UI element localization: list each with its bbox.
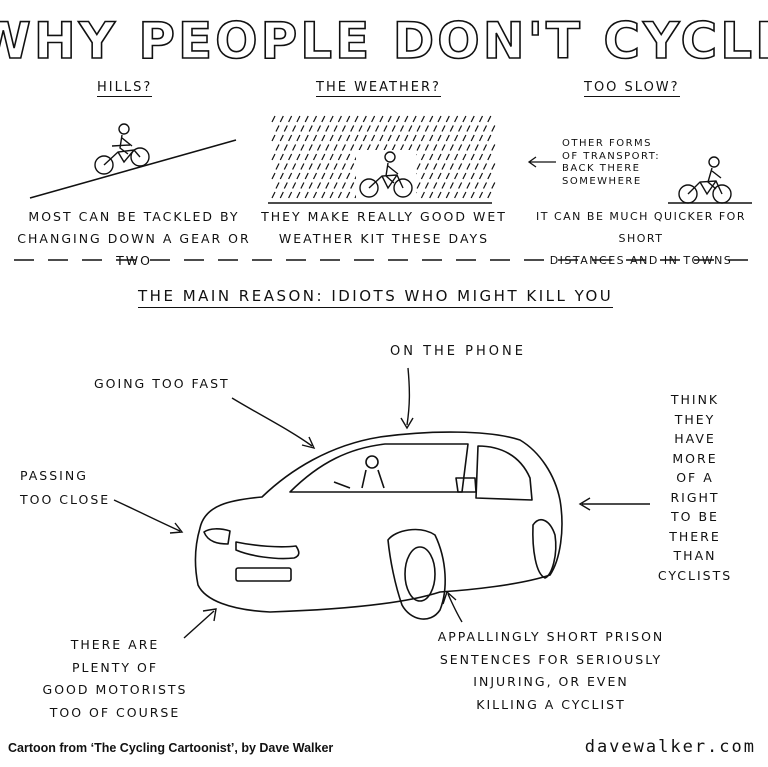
- transport-note: OTHER FORMS OF TRANSPORT: BACK THERE SOM…: [562, 138, 660, 188]
- arrow-right-cyclists: [578, 497, 650, 511]
- passing-close-line-1: PASSING: [20, 468, 88, 483]
- arrow-prison: [442, 590, 463, 623]
- arrow-good-motorists: [183, 608, 217, 639]
- left-arrow-icon: [527, 156, 556, 168]
- label-arrows: [113, 367, 650, 639]
- prison-line-4: KILLING A CYCLIST: [476, 696, 626, 712]
- right-of-way-line: THERE: [669, 528, 721, 544]
- too-slow-caption-line-1: IT CAN BE MUCH QUICKER FOR SHORT: [536, 210, 746, 245]
- good-motorists-line-4: TOO OF COURSE: [49, 704, 181, 720]
- arrow-going-fast: [231, 397, 316, 450]
- prison-line-3: INJURING, OR EVEN: [473, 674, 629, 689]
- cyclist-rain-icon: [356, 150, 416, 200]
- weather-caption-line-1: THEY MAKE REALLY GOOD WET: [261, 209, 507, 224]
- passing-close-label: PASSING TOO CLOSE: [20, 464, 110, 511]
- main-reason-heading: THE MAIN REASON: IDIOTS WHO MIGHT KILL Y…: [138, 287, 614, 308]
- transport-note-line-4: SOMEWHERE: [562, 175, 642, 187]
- right-of-way-line: OF A: [676, 470, 714, 485]
- transport-note-line-1: OTHER FORMS: [562, 138, 652, 149]
- car-drawing: [194, 431, 563, 620]
- page-title: WHY PEOPLE DON'T CYCLE: [0, 11, 768, 70]
- good-motorists-line-3: GOOD MOTORISTS: [42, 682, 188, 697]
- cyclist-fast-icon: [678, 156, 732, 204]
- hills-heading: HILLS?: [97, 80, 153, 97]
- prison-sentences-label: APPALLINGLY SHORT PRISON SENTENCES FOR S…: [426, 626, 676, 716]
- right-of-way-line: THEY: [674, 411, 716, 427]
- page-title-text: WHY PEOPLE DON'T CYCLE: [0, 12, 768, 70]
- hill-drawing: [29, 139, 237, 199]
- right-of-way-line: TO BE: [671, 509, 719, 524]
- right-of-way-line: HAVE: [674, 431, 716, 446]
- weather-heading: THE WEATHER?: [316, 80, 441, 97]
- weather-caption-line-2: WEATHER KIT THESE DAYS: [278, 231, 490, 246]
- hills-caption-line-1: MOST CAN BE TACKLED BY: [28, 209, 240, 224]
- transport-note-line-3: BACK THERE: [562, 163, 641, 174]
- cyclist-hill-icon: [94, 123, 150, 175]
- too-slow-caption: IT CAN BE MUCH QUICKER FOR SHORT DISTANC…: [516, 206, 766, 272]
- going-fast-label: GOING TOO FAST: [94, 376, 230, 391]
- weather-caption: THEY MAKE REALLY GOOD WET WEATHER KIT TH…: [256, 206, 512, 250]
- website-link[interactable]: davewalker.com: [584, 737, 756, 757]
- too-slow-heading: TOO SLOW?: [584, 80, 680, 97]
- right-of-way-line: THINK: [670, 392, 720, 407]
- right-of-way-line: RIGHT: [670, 489, 720, 505]
- prison-line-2: SENTENCES FOR SERIOUSLY: [439, 651, 663, 667]
- credit-text: Cartoon from ‘The Cycling Cartoonist’, b…: [8, 741, 334, 755]
- arrow-on-phone: [400, 367, 414, 430]
- right-of-way-line: MORE: [672, 450, 718, 466]
- too-slow-caption-line-2: DISTANCES AND IN TOWNS: [549, 254, 733, 267]
- prison-line-1: APPALLINGLY SHORT PRISON: [437, 629, 665, 644]
- passing-close-line-2: TOO CLOSE: [20, 491, 111, 507]
- good-motorists-line-2: PLENTY OF: [71, 659, 159, 675]
- arrow-passing-close: [113, 499, 184, 534]
- good-motorists-line-1: THERE ARE: [70, 637, 160, 652]
- hills-caption-line-2: CHANGING DOWN A GEAR OR TWO: [17, 231, 251, 268]
- right-of-way-line: CYCLISTS: [657, 567, 733, 583]
- on-phone-label: ON THE PHONE: [390, 344, 526, 359]
- hills-caption: MOST CAN BE TACKLED BY CHANGING DOWN A G…: [6, 206, 262, 272]
- right-of-way-label: THINK THEY HAVE MORE OF A RIGHT TO BE THERE THAN…: [650, 390, 740, 585]
- transport-note-line-2: OF TRANSPORT:: [562, 150, 661, 162]
- right-of-way-line: THAN: [673, 548, 717, 563]
- good-motorists-label: THERE ARE PLENTY OF GOOD MOTORISTS TOO O…: [30, 634, 200, 724]
